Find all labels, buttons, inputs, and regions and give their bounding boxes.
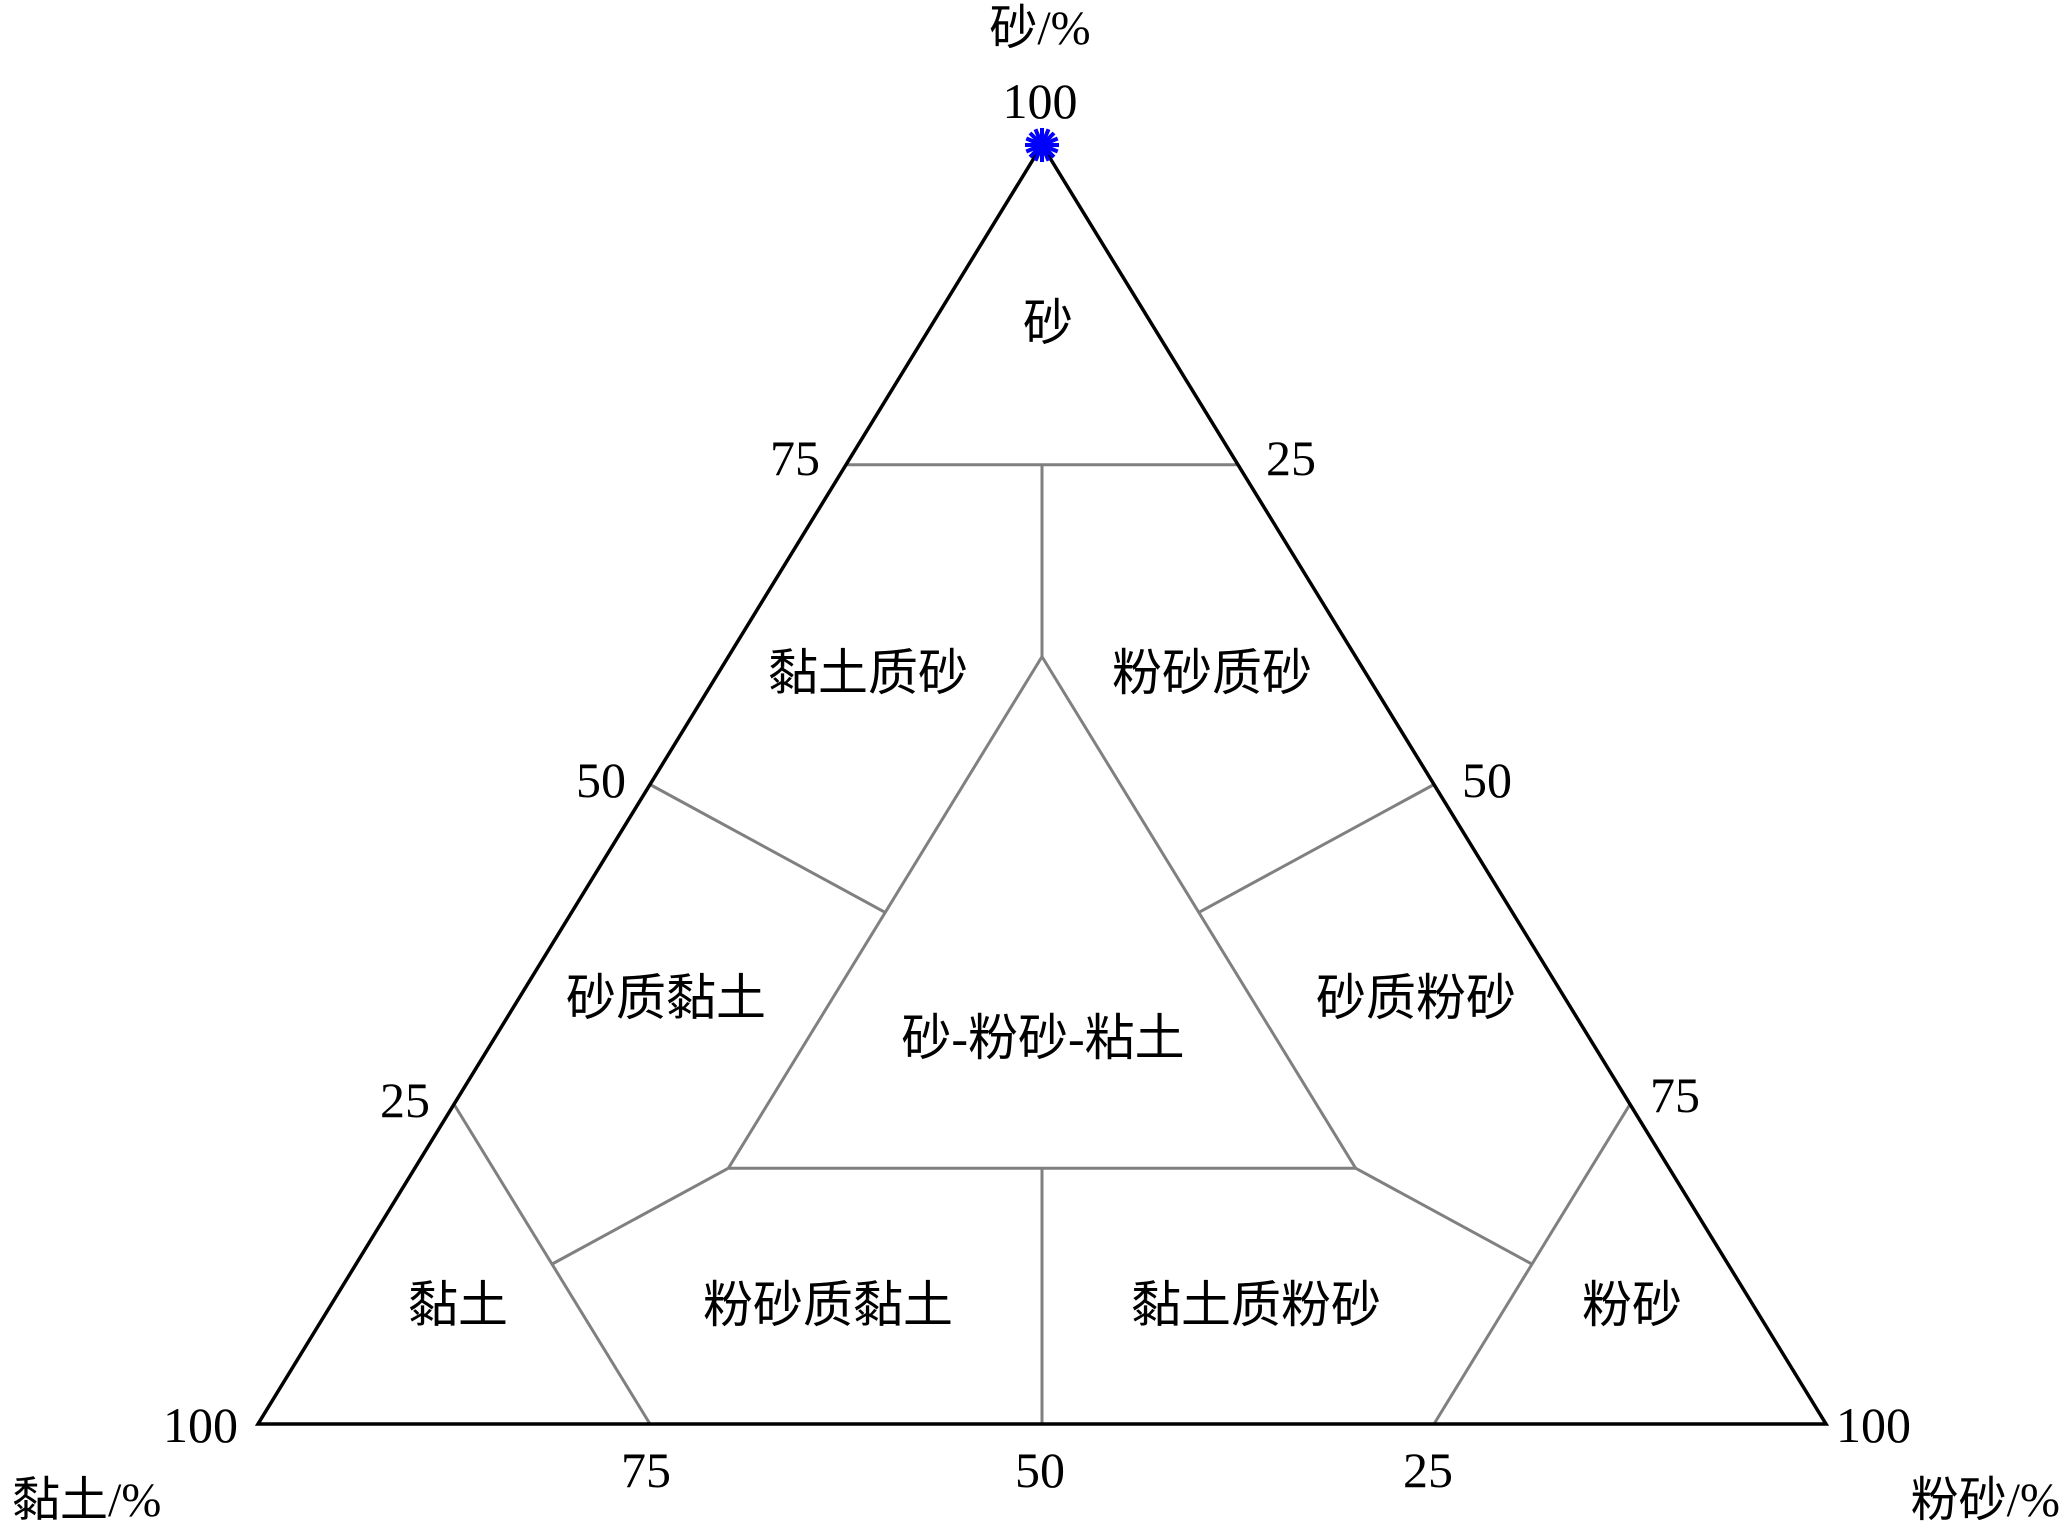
sample-point-marker xyxy=(1025,128,1059,162)
silt-axis-title: 粉砂/% xyxy=(1911,1474,2060,1525)
clay-tick-75: 75 xyxy=(621,1442,671,1498)
region-label-clayey-sand: 黏土质砂 xyxy=(768,645,968,701)
right-mid-boundary xyxy=(1198,783,1435,914)
region-label-sand-silt-clay: 砂-粉砂-粘土 xyxy=(901,1010,1184,1066)
region-label-silty-clay: 粉砂质黏土 xyxy=(703,1277,953,1333)
clay-tick-100: 100 xyxy=(163,1397,238,1453)
silt-tick-100: 100 xyxy=(1836,1397,1911,1453)
silt-tick-75: 75 xyxy=(1650,1067,1700,1123)
region-label-silty-sand: 粉砂质砂 xyxy=(1112,645,1312,701)
region-label-sandy-clay: 砂质黏土 xyxy=(566,970,766,1026)
clay-tick-25: 25 xyxy=(1403,1442,1453,1498)
sand-tick-50: 50 xyxy=(576,752,626,808)
ternary-frame xyxy=(254,141,1830,1426)
region-label-silt: 粉砂 xyxy=(1582,1277,1682,1333)
region-label-clay: 黏土 xyxy=(408,1277,508,1333)
region-boundaries xyxy=(452,463,1632,1425)
region-label-sand: 砂 xyxy=(1023,295,1073,351)
silt-region-boundary xyxy=(1432,1103,1632,1425)
region-label-sandy-silt: 砂质粉砂 xyxy=(1316,970,1516,1026)
sand-axis-title: 砂/% xyxy=(989,2,1090,55)
clay-tick-50: 50 xyxy=(1015,1442,1065,1498)
sample-points xyxy=(1025,128,1059,162)
clay-axis-title: 黏土/% xyxy=(12,1474,161,1525)
bottom-left-boundary xyxy=(551,1166,730,1266)
silt-tick-50: 50 xyxy=(1462,752,1512,808)
bottom-right-boundary xyxy=(1354,1166,1533,1266)
sand-tick-25: 25 xyxy=(380,1072,430,1128)
sand-tick-75: 75 xyxy=(770,430,820,486)
clay-region-boundary xyxy=(452,1103,652,1425)
silt-tick-25: 25 xyxy=(1266,430,1316,486)
region-label-clayey-silt: 黏土质粉砂 xyxy=(1131,1277,1381,1333)
sand-tick-100: 100 xyxy=(1003,73,1078,129)
left-mid-boundary xyxy=(649,783,886,914)
